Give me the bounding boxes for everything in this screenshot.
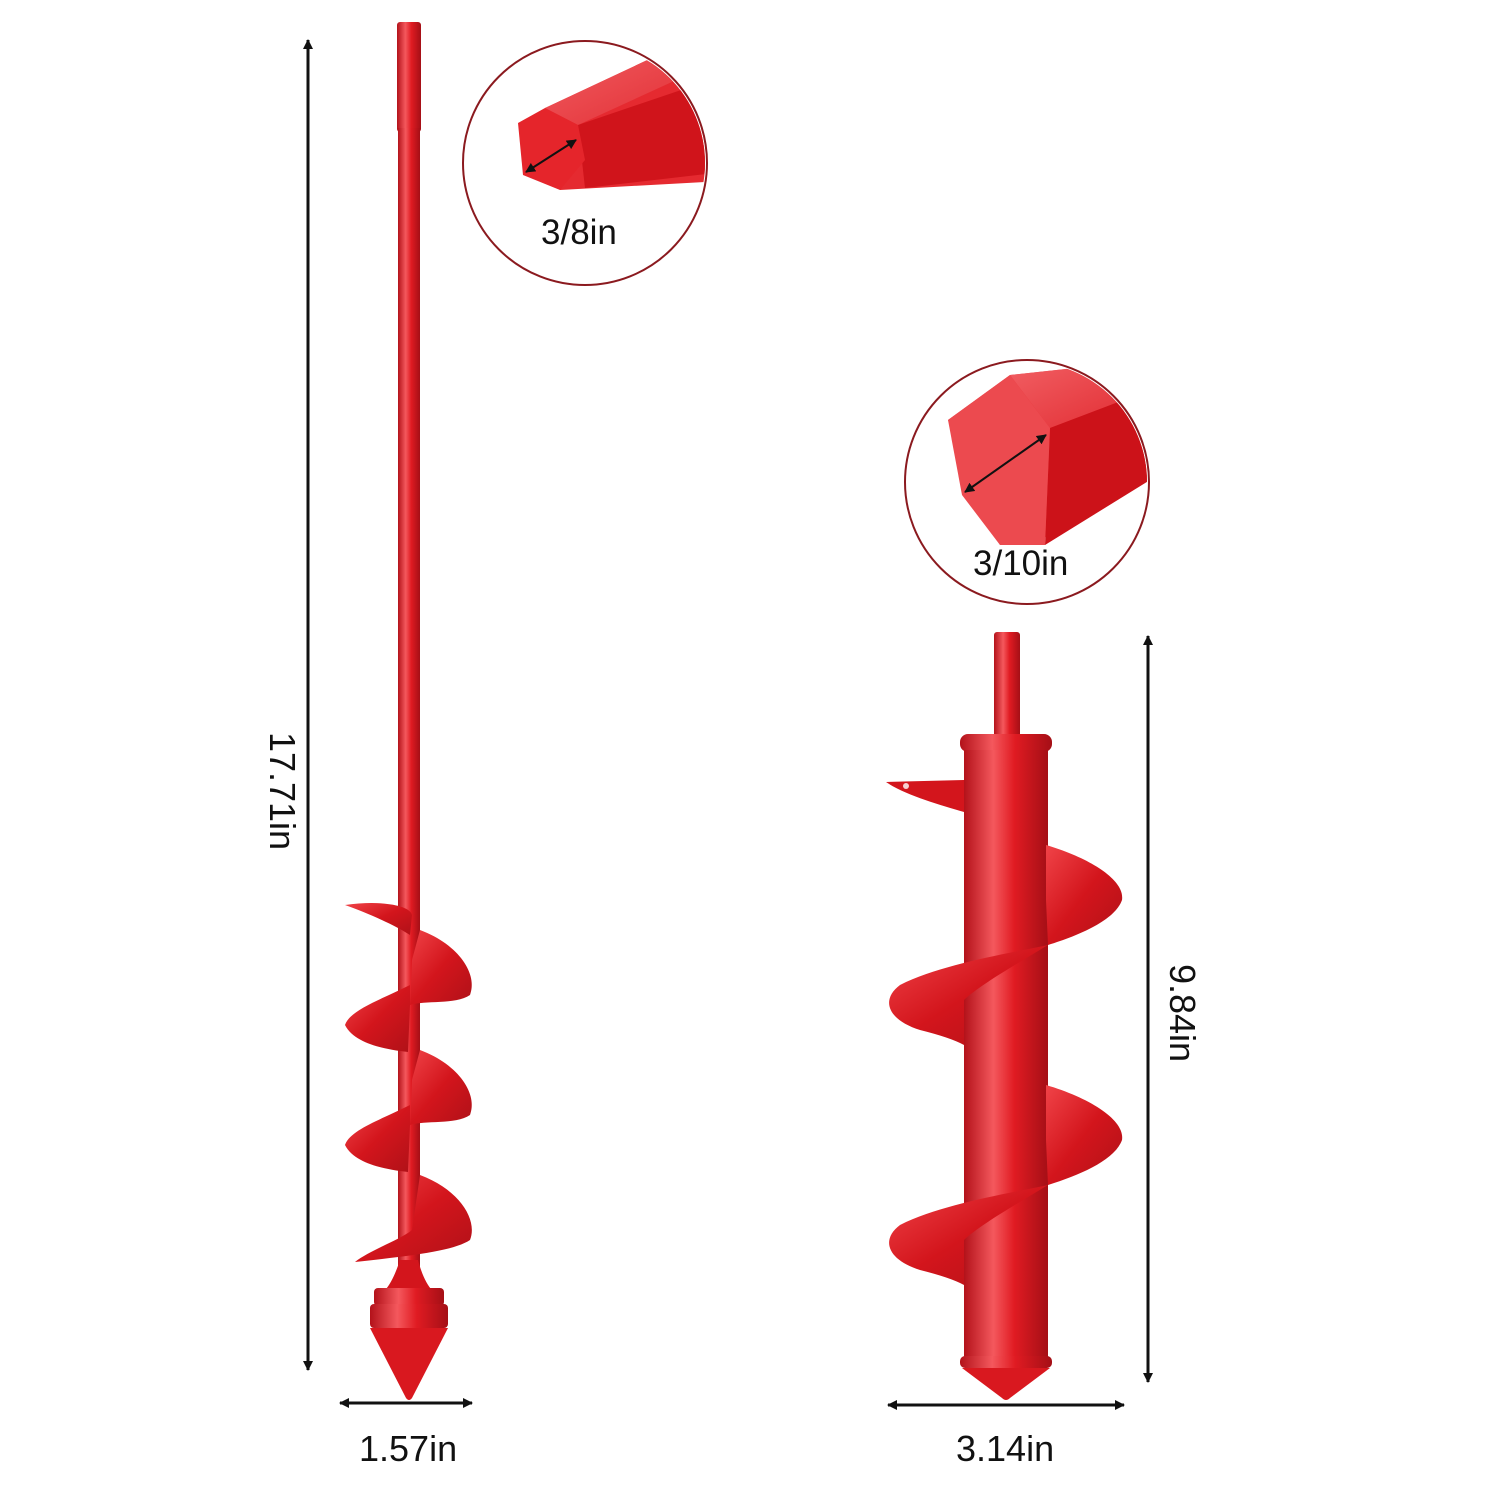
length-label-long: 17.71in xyxy=(262,731,303,851)
short-auger xyxy=(886,632,1153,1410)
shaft-size-label-short: 3/10in xyxy=(973,544,1069,583)
width-label-long: 1.57in xyxy=(359,1428,458,1469)
long-auger-helix xyxy=(345,903,472,1262)
long-auger-tip xyxy=(370,1260,448,1400)
shaft-callout-short xyxy=(904,359,1150,605)
short-auger-helix xyxy=(889,845,1123,1285)
length-label-short: 9.84in xyxy=(1162,963,1203,1063)
shaft-size-label-long: 3/8in xyxy=(541,213,617,252)
long-auger xyxy=(303,22,473,1408)
width-label-short: 3.14in xyxy=(956,1428,1055,1469)
